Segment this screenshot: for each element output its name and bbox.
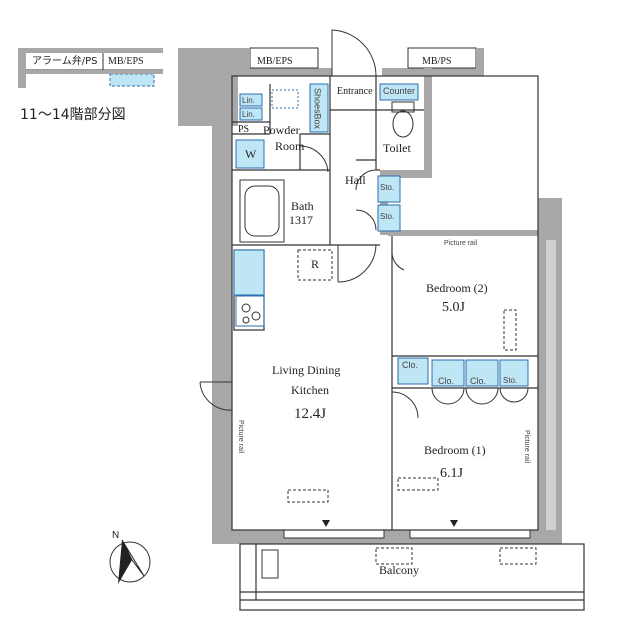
refrigerator-space (297, 249, 333, 281)
north-arrow-icon (109, 539, 151, 584)
bathtub (239, 179, 285, 243)
legend-mini-plan (18, 48, 163, 88)
label-sto-1: Sto. (380, 183, 395, 192)
label-ldk-1: Living Dining (272, 363, 341, 377)
ac-units (287, 309, 537, 565)
label-picture-rail-left: Picture rail (237, 420, 245, 454)
label-counter: Counter (383, 86, 416, 96)
label-hall: Hall (345, 173, 366, 187)
legend-alarm-valve-ps: アラーム弁/PS (32, 56, 98, 67)
label-powder: Powder (263, 123, 300, 137)
label-bedroom1-name: Bedroom (1) (424, 443, 486, 457)
label-balcony: Balcony (379, 563, 419, 577)
label-ldk-2: Kitchen (291, 383, 329, 397)
label-ldk-size: 12.4J (294, 406, 327, 422)
label-picture-rail-right: Picture rail (523, 430, 531, 464)
label-bedroom2-size: 5.0J (442, 300, 465, 315)
label-sto-2: Sto. (380, 212, 395, 221)
storage-units (233, 83, 529, 387)
label-mb-ps: MB/PS (422, 56, 452, 67)
label-picture-rail-top: Picture rail (444, 240, 478, 247)
window-markers (322, 520, 458, 527)
floor-note: 11〜14階部分図 (20, 107, 126, 123)
label-powder-room: Room (275, 139, 305, 153)
label-entrance: Entrance (337, 86, 373, 97)
label-ps: PS (238, 124, 250, 135)
legend-mb-eps: MB/EPS (108, 56, 144, 67)
label-bath-size: 1317 (289, 213, 313, 227)
label-bath: Bath (291, 199, 314, 213)
entry-door[interactable] (331, 29, 377, 77)
label-lin-2: Lin. (242, 110, 255, 119)
balcony-unit (261, 549, 279, 579)
label-clo-1: Clo. (402, 360, 419, 370)
label-shoes-box: ShoesBox (312, 88, 323, 130)
label-clo-2: Clo. (438, 376, 455, 386)
interior-walls (231, 75, 585, 611)
label-mb-eps: MB/EPS (257, 56, 293, 67)
toilet-fixture (391, 101, 415, 138)
label-refrigerator: R (311, 257, 320, 271)
stove (241, 303, 261, 324)
label-bedroom2-name: Bedroom (2) (426, 281, 488, 295)
label-toilet: Toilet (383, 141, 411, 155)
interior-doors[interactable] (199, 145, 529, 419)
label-clo-3: Clo. (470, 376, 487, 386)
label-washer: W (245, 147, 257, 161)
label-north: N (112, 530, 120, 541)
label-sto-3: Sto. (503, 376, 518, 385)
label-bedroom1-size: 6.1J (440, 466, 463, 481)
label-lin-1: Lin. (242, 96, 255, 105)
